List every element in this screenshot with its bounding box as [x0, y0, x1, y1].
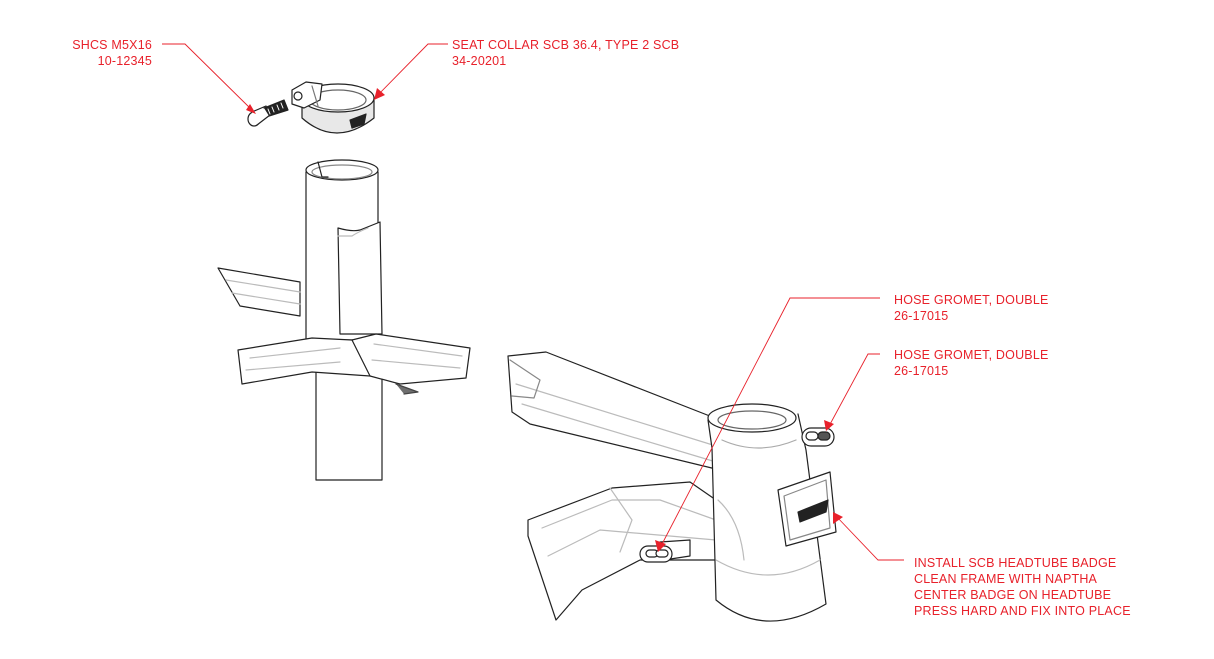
headtube-badge-icon: [777, 471, 837, 547]
seat-cluster-icon: [217, 159, 471, 481]
callout-grommet-2-name: HOSE GROMET, DOUBLE: [894, 348, 1049, 362]
callout-grommet-2: HOSE GROMET, DOUBLE 26-17015: [894, 347, 1049, 379]
callout-shcs-part-no: 10-12345: [97, 54, 152, 68]
callout-seat-collar-part-no: 34-20201: [452, 54, 507, 68]
callout-badge-line-1: INSTALL SCB HEADTUBE BADGE: [914, 556, 1117, 570]
callout-grommet-2-part-no: 26-17015: [894, 364, 949, 378]
callout-badge: INSTALL SCB HEADTUBE BADGE CLEAN FRAME W…: [914, 555, 1131, 619]
callout-seat-collar: SEAT COLLAR SCB 36.4, TYPE 2 SCB 34-2020…: [452, 37, 679, 69]
shcs-bolt-icon: [247, 99, 289, 127]
callout-seat-collar-name: SEAT COLLAR SCB 36.4, TYPE 2 SCB: [452, 38, 680, 52]
callout-grommet-1-name: HOSE GROMET, DOUBLE: [894, 293, 1049, 307]
leader-lines: [162, 43, 904, 561]
hose-grommet-icon: [801, 427, 835, 447]
head-tube-icon: [507, 351, 827, 622]
seat-collar-icon: [291, 81, 375, 134]
callout-badge-line-4: PRESS HARD AND FIX INTO PLACE: [914, 604, 1131, 618]
callout-shcs-name: SHCS M5X16: [72, 38, 152, 52]
callout-badge-line-2: CLEAN FRAME WITH NAPTHA: [914, 572, 1098, 586]
callout-grommet-1: HOSE GROMET, DOUBLE 26-17015: [894, 292, 1049, 324]
hose-grommet-icon: [639, 545, 673, 563]
callout-shcs: SHCS M5X16 10-12345: [62, 37, 152, 69]
callout-badge-line-3: CENTER BADGE ON HEADTUBE: [914, 588, 1112, 602]
callout-grommet-1-part-no: 26-17015: [894, 309, 949, 323]
